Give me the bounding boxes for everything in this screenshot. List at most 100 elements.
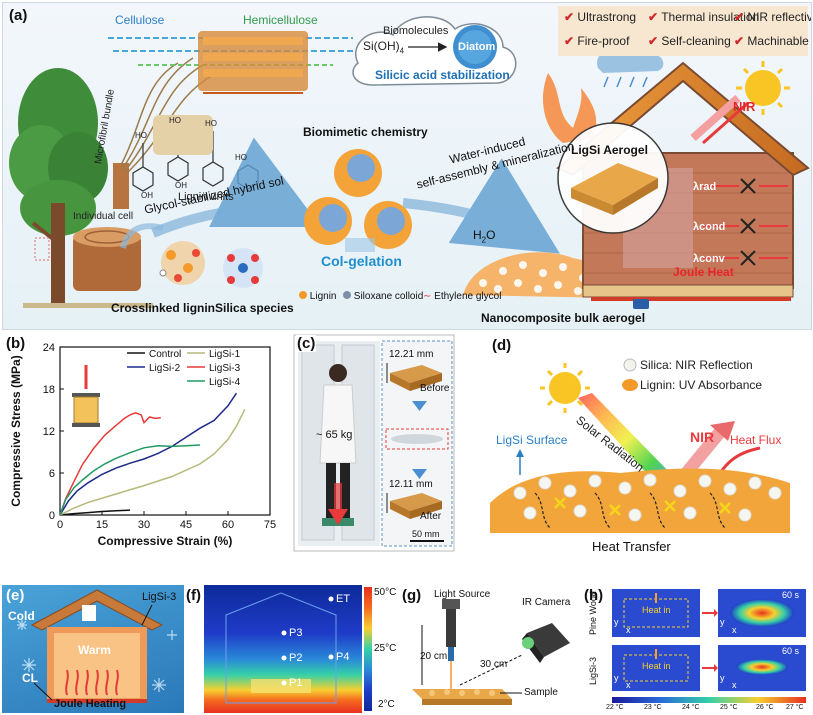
panel-g-illustration xyxy=(412,599,570,705)
bulk-aerogel-pile xyxy=(463,252,614,298)
cellulose-label: Cellulose xyxy=(115,13,165,27)
silica-species-label: Silica species xyxy=(215,301,294,315)
feature-fireproof: ✔ Fire-proof xyxy=(564,34,630,48)
axis-x-3: x xyxy=(626,680,631,690)
series-line-ligsi-1 xyxy=(59,408,246,516)
heat-in-top: Heat in xyxy=(642,605,671,615)
legend-label: LigSi-2 xyxy=(149,363,181,374)
diatom-cloud xyxy=(352,16,517,86)
diatom-label: Diatom xyxy=(458,41,496,53)
legend-eg: ∼ Ethylene glycol xyxy=(423,291,502,302)
legend-label: LigSi-4 xyxy=(209,377,241,388)
silicic-stab-label: Silicic acid stabilization xyxy=(375,68,510,82)
point-p1: P1 xyxy=(289,677,303,689)
point-et: ET xyxy=(336,593,351,605)
heat-transfer-label: Heat Transfer xyxy=(592,539,671,554)
sample-label: Sample xyxy=(524,687,558,698)
colorbar-23: 23 °C xyxy=(644,704,662,711)
panel-e-illustration xyxy=(17,589,177,703)
col-gelation-clusters xyxy=(304,149,412,252)
press-plate-bottom xyxy=(72,423,100,427)
lignin-ho-1: HO xyxy=(135,131,147,140)
scale-mid: 25°C xyxy=(374,643,397,654)
lignin-powder xyxy=(153,115,213,155)
joule-heating-label: Joule Heating xyxy=(54,698,127,710)
weight-label: ~ 65 kg xyxy=(316,429,353,441)
y-tick-label: 18 xyxy=(43,384,55,396)
panel-f-label: (f) xyxy=(186,587,201,604)
series-line-ligsi-2 xyxy=(59,392,238,516)
legend-lignin: Lignin xyxy=(299,291,336,302)
panel-f: (f) ET P3 P2 P4 P1 50°C 25°C 2°C xyxy=(186,585,400,713)
biomimetic-label: Biomimetic chemistry xyxy=(303,125,428,139)
press-plate-top xyxy=(72,393,100,397)
crosslinked-lignin-label: Crosslinked lignin xyxy=(111,301,216,315)
y-tick-label: 12 xyxy=(43,426,55,438)
scale-top: 50°C xyxy=(374,587,397,598)
axis-x-1: x xyxy=(626,625,631,635)
panel-c-label: (c) xyxy=(296,335,317,352)
y-tick-label: 6 xyxy=(49,468,55,480)
hemicellulose-label: Hemicellulose xyxy=(243,13,318,27)
panel-a: ✔ Ultrastrong ✔ Thermal insulation ✔ NIR… xyxy=(2,2,812,330)
ir-camera-icon xyxy=(522,623,570,663)
after-mm: 12.11 mm xyxy=(389,479,433,490)
x-tick-label: 75 xyxy=(264,519,276,531)
x-tick-label: 60 xyxy=(222,519,234,531)
panel-c: (c) ~ 65 kg 12.21 mm Before 12.11 mm Aft… xyxy=(292,333,456,553)
panel-e-label: (e) xyxy=(6,587,25,604)
individual-cell-label: Individual cell xyxy=(73,211,134,222)
silica-legend: Silica: NIR Reflection xyxy=(640,358,753,372)
feature-ultrastrong: ✔ Ultrastrong xyxy=(564,10,637,24)
feature-thermal: ✔ Thermal insulation xyxy=(648,10,760,24)
scale-bar-label: 50 mm xyxy=(412,529,440,539)
sun-icon-d xyxy=(540,363,590,413)
panel-d: (d) Silica: NIR Reflection Lignin: UV Ab… xyxy=(460,333,810,558)
axis-x-2: x xyxy=(732,625,737,635)
axis-y-2: y xyxy=(720,617,725,627)
lignin-oh-2: OH xyxy=(175,181,187,190)
nir-label: NIR xyxy=(690,429,715,445)
x-axis-label: Compressive Strain (%) xyxy=(98,534,233,548)
light-source-label: Light Source xyxy=(434,589,491,600)
bulk-aerogel-label: Nanocomposite bulk aerogel xyxy=(481,311,646,325)
series-line-ligsi-4 xyxy=(59,444,201,516)
joule-heat-label: Joule Heat xyxy=(673,265,734,279)
lambda-rad: λrad xyxy=(693,181,717,193)
lignin-oh-1: OH xyxy=(141,191,153,200)
ligsi-aerogel-label: LigSi Aerogel xyxy=(571,143,648,157)
h2o-label: H2O xyxy=(473,228,496,245)
time-bottom: 60 s xyxy=(782,646,800,656)
panel-d-illustration xyxy=(490,358,790,533)
down-triangle-2 xyxy=(412,469,427,479)
panel-e: (e) Cold LigSi-3 Warm CL Joule Heating xyxy=(2,585,184,713)
feature-selfcleaning: ✔ Self-cleaning xyxy=(648,34,731,48)
x-tick-label: 30 xyxy=(138,519,150,531)
panel-g-label: (g) xyxy=(402,587,422,604)
colorbar-25: 25 °C xyxy=(720,704,738,711)
legend-label: LigSi-1 xyxy=(209,349,241,360)
ligsi-aerogel-tile xyxy=(557,122,669,234)
panel-a-label: (a) xyxy=(9,7,28,24)
axis-y-4: y xyxy=(720,673,725,683)
specimen-block xyxy=(73,396,99,424)
house-nir-label: NIR xyxy=(733,99,756,114)
axis-x-4: x xyxy=(732,680,737,690)
silica-dot xyxy=(623,358,637,372)
x-tick-label: 15 xyxy=(96,519,108,531)
legend-label: Control xyxy=(149,349,181,360)
col-gelation-label: Col-gelation xyxy=(321,253,402,269)
axis-y-3: y xyxy=(614,673,619,683)
axis-y-1: y xyxy=(614,617,619,627)
cold-label: Cold xyxy=(8,609,35,623)
after-label: After xyxy=(420,511,442,522)
ir-camera-label: IR Camera xyxy=(522,597,571,608)
solar-beam xyxy=(578,393,675,488)
point-p4: P4 xyxy=(336,651,350,663)
colorbar-22: 22 °C xyxy=(606,704,624,711)
lambda-cond: λcond xyxy=(693,221,726,233)
feature-badges: ✔ Ultrastrong ✔ Thermal insulation ✔ NIR… xyxy=(558,6,811,56)
series-line-ligsi-3 xyxy=(59,411,161,516)
feature-nir: ✔ NIR reflective xyxy=(734,10,811,24)
